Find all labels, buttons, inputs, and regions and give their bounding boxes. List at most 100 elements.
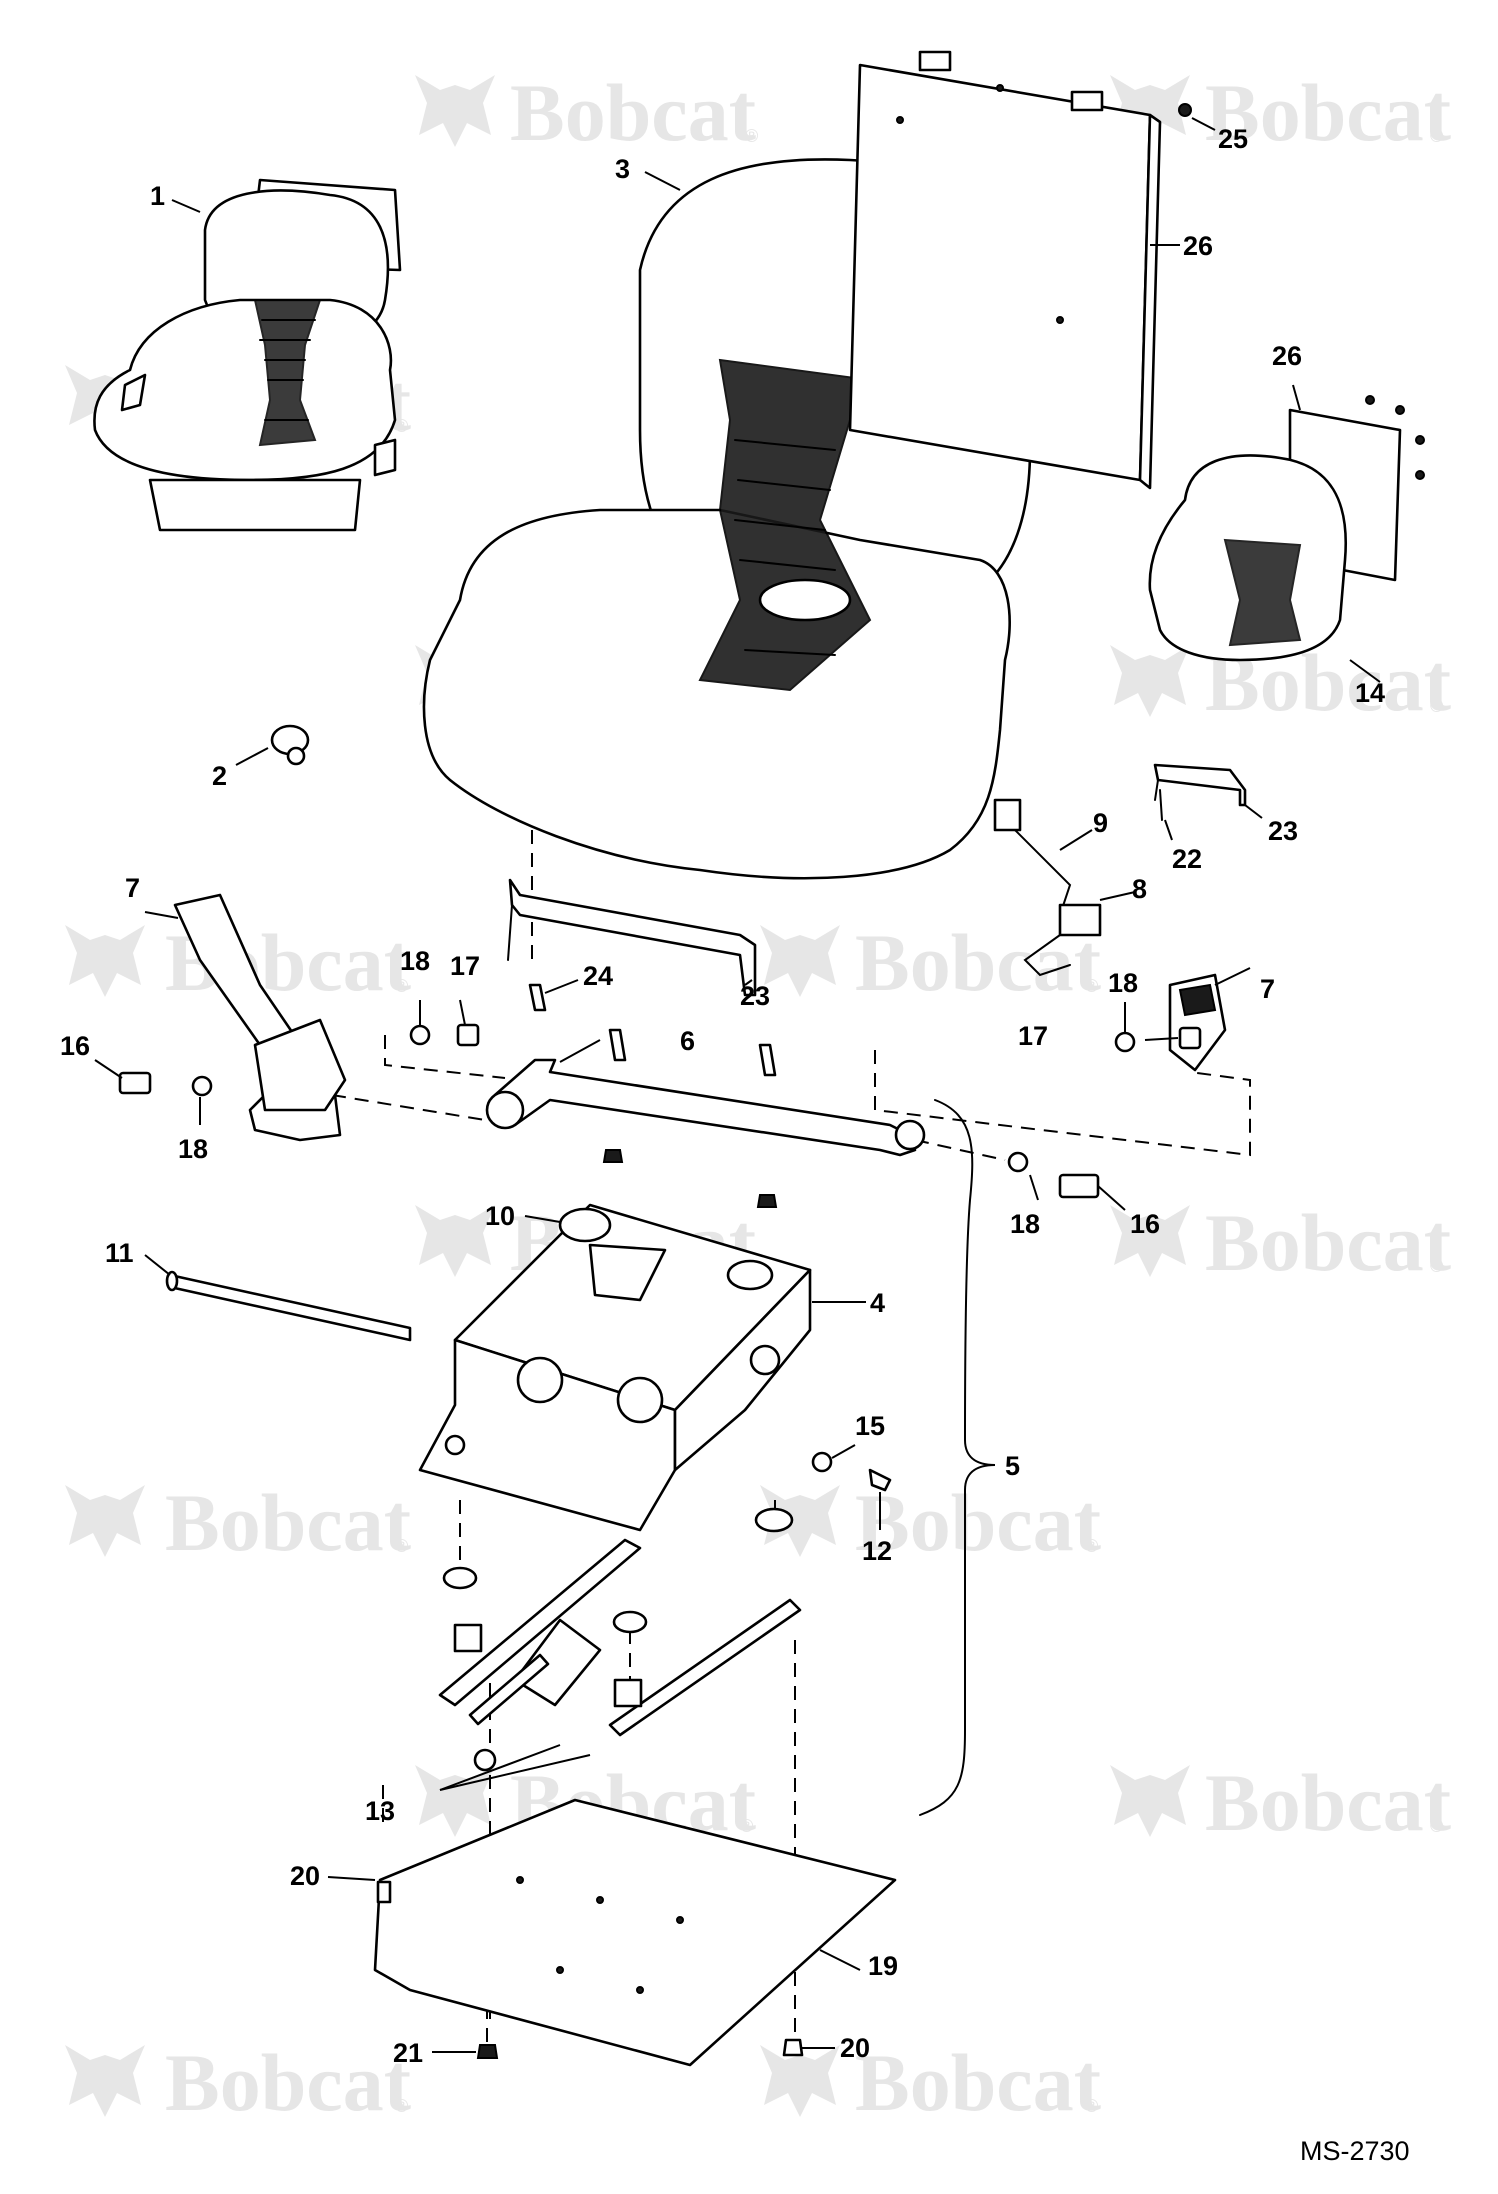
seat-assembly-small: [93, 178, 402, 532]
bracket-right: [1153, 763, 1247, 821]
slide-rail-left: [438, 1538, 642, 1707]
back-panel-edge: [1138, 113, 1162, 490]
bumper-10: [558, 1207, 612, 1243]
callout-18-bottom: 18: [1010, 1209, 1040, 1239]
leader-25: [1191, 117, 1216, 131]
bolt-6a: [608, 1028, 627, 1062]
callout-19: 19: [868, 1951, 898, 1981]
suspension-assembly-4: [418, 1203, 812, 1532]
rod-shaft: [168, 1273, 412, 1342]
watermark-brand-12: Bobcat: [855, 1477, 1101, 1568]
washer-18-top: [409, 1024, 431, 1046]
back-panel-clip-right: [1070, 90, 1104, 112]
bolt-20-left: [376, 1880, 392, 1904]
leader-17-left: [459, 999, 466, 1026]
watermark-reg-2: ®: [1430, 126, 1443, 146]
back-panel-face: [848, 63, 1152, 482]
callout-9: 9: [1093, 808, 1108, 838]
dash-line-belt-left: [331, 1094, 486, 1121]
latch-spring: [468, 1653, 550, 1726]
leader-15: [831, 1444, 856, 1459]
spring-left: [516, 1356, 564, 1404]
back-panel-hole: [996, 84, 1004, 92]
washer-18-bottom: [1007, 1151, 1029, 1173]
watermark-reg-10: ®: [1430, 1256, 1443, 1276]
bobcat-head-icon: [1110, 645, 1190, 717]
plate-hole: [556, 1966, 564, 1974]
leader-26-right: [1292, 384, 1301, 411]
knob-stem: [286, 746, 306, 766]
leader-7-left: [144, 911, 179, 919]
callout-21: 21: [393, 2038, 423, 2068]
watermark-12: Bobcat ®: [760, 1477, 1101, 1568]
seat-base-frame: [148, 478, 362, 532]
slide-block-left: [453, 1623, 483, 1653]
isolator-left: [442, 1566, 478, 1590]
callout-18-left: 18: [178, 1134, 208, 1164]
callout-23-right: 23: [1268, 816, 1298, 846]
callout-23-main: 23: [740, 981, 770, 1011]
watermark-10: Bobcat ®: [1110, 1197, 1451, 1288]
callout-25: 25: [1218, 124, 1248, 154]
seat-belt-left: [173, 893, 347, 1142]
isolator-mid: [612, 1610, 648, 1634]
slide-block-mid: [613, 1678, 643, 1708]
seat-bar-6: [485, 1028, 926, 1208]
pivot-link: [749, 1344, 781, 1376]
callout-18-top: 18: [400, 946, 430, 976]
watermark-reg-6: ®: [1430, 696, 1443, 716]
plate-hole: [636, 1986, 644, 1994]
leader-2: [235, 747, 269, 766]
leader-19: [819, 1949, 861, 1971]
leader-20-left: [327, 1876, 376, 1881]
leader-1: [171, 199, 201, 213]
bolt-20-right: [782, 2038, 804, 2057]
bobcat-head-icon: [65, 2045, 145, 2117]
back-panel-clip-left: [918, 50, 952, 72]
leader-3: [644, 171, 681, 191]
nut-17-right: [1178, 1026, 1202, 1050]
right-seat-pattern: [1223, 538, 1302, 647]
nut-21: [476, 2044, 499, 2059]
watermark-reg-8: ®: [1085, 976, 1098, 996]
buckle-slot: [1178, 983, 1217, 1017]
leader-24: [544, 979, 579, 994]
seat-center-pattern: [253, 299, 322, 447]
fasteners-right: [1007, 1026, 1202, 1199]
leader-7-right: [1214, 967, 1251, 986]
mount-plate: [373, 1798, 897, 2067]
watermark-reg-1: ®: [745, 126, 758, 146]
back-panel-hole: [1056, 316, 1064, 324]
leader-8: [1099, 891, 1136, 901]
callout-18-right: 18: [1108, 968, 1138, 998]
watermark-brand-15: Bobcat: [165, 2037, 411, 2128]
seat-cushion-main: [422, 508, 1011, 880]
bracket-23-main-leg: [507, 904, 513, 961]
leader-16-left: [94, 1059, 123, 1079]
bolt-16-left: [118, 1071, 152, 1095]
pivot-pin: [444, 1434, 466, 1456]
dash-line-belt-right: [874, 1050, 1251, 1157]
watermark-11: Bobcat ®: [65, 1477, 411, 1568]
bolt-24: [528, 983, 547, 1012]
latch-handle-end: [473, 1748, 497, 1772]
callout-20-right: 20: [840, 2033, 870, 2063]
watermark-reg-13: ®: [740, 1816, 753, 1836]
callout-20-left: 20: [290, 1861, 320, 1891]
slide-latch-plate: [513, 1618, 602, 1707]
leader-13b: [439, 1754, 591, 1791]
callout-4: 4: [870, 1288, 885, 1318]
bobcat-head-icon: [760, 925, 840, 997]
screw-25: [1178, 103, 1192, 117]
seat-mount-bracket: [507, 878, 757, 1012]
callout-26-top: 26: [1183, 231, 1213, 261]
callout-26-right: 26: [1272, 341, 1302, 371]
seat-switch-8: [1058, 903, 1102, 937]
callout-7-right: 7: [1260, 974, 1275, 1004]
harness-wire: [1014, 829, 1072, 916]
leader-18-bottom: [1029, 1174, 1039, 1201]
washer-18-left: [191, 1075, 213, 1097]
watermark-brand-2: Bobcat: [1205, 67, 1451, 158]
